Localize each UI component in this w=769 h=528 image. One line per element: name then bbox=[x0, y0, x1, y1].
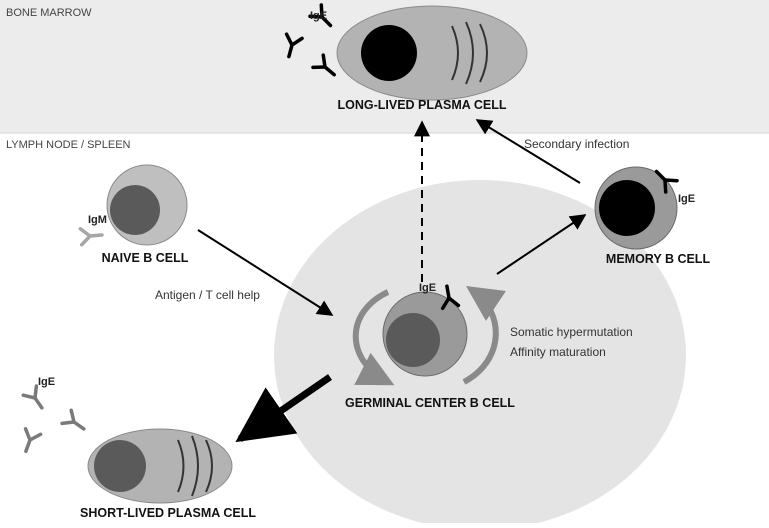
bone-marrow-label: BONE MARROW bbox=[6, 7, 92, 19]
arrow-germinal-to-short-lived bbox=[235, 374, 332, 443]
ige-label: IgE bbox=[310, 10, 327, 22]
long-lived-plasma-cell: IgE bbox=[279, 3, 528, 101]
memory-b-cell-label: MEMORY B CELL bbox=[606, 252, 711, 266]
memory-b-cell-nucleus bbox=[599, 180, 655, 236]
secondary-infection-label: Secondary infection bbox=[524, 137, 629, 151]
cycle-arrow-left-icon bbox=[352, 289, 395, 386]
er-lines bbox=[451, 21, 488, 85]
antibody-icon bbox=[60, 408, 91, 438]
lymph-node-spleen-label: LYMPH NODE / SPLEEN bbox=[6, 139, 131, 151]
naive-b-cell: IgM bbox=[78, 164, 188, 247]
somatic-hypermutation-label: Somatic hypermutation bbox=[510, 325, 633, 339]
igm-label: IgM bbox=[88, 214, 107, 226]
igm-antibody-icon bbox=[78, 225, 105, 247]
naive-b-cell-label: NAIVE B CELL bbox=[102, 251, 189, 265]
short-lived-plasma-cell-nucleus bbox=[94, 440, 146, 492]
antibody-icon bbox=[21, 384, 51, 415]
cycle-arrow-right-icon bbox=[462, 286, 506, 385]
ige-label: IgE bbox=[678, 193, 695, 205]
short-lived-plasma-cell: IgE bbox=[16, 376, 233, 504]
arrow-memory-to-long-lived bbox=[475, 119, 581, 184]
arrow-naive-to-germinal bbox=[197, 229, 334, 316]
germinal-center-b-cell-nucleus bbox=[386, 313, 440, 367]
short-lived-plasma-cell-label: SHORT-LIVED PLASMA CELL bbox=[80, 506, 256, 520]
germinal-center-b-cell-label: GERMINAL CENTER B CELL bbox=[345, 396, 515, 410]
ige-label: IgE bbox=[38, 376, 55, 388]
affinity-maturation-label: Affinity maturation bbox=[510, 345, 606, 359]
long-lived-plasma-cell-nucleus bbox=[361, 25, 417, 81]
arrow-germinal-to-memory bbox=[496, 214, 587, 275]
antibody-icon bbox=[16, 427, 43, 456]
er-lines bbox=[177, 435, 213, 497]
ige-label: IgE bbox=[419, 282, 436, 294]
naive-b-cell-nucleus bbox=[110, 185, 160, 235]
long-lived-plasma-cell-label: LONG-LIVED PLASMA CELL bbox=[338, 98, 507, 112]
antigen-t-cell-help-label: Antigen / T cell help bbox=[155, 288, 260, 302]
germinal-center-halo bbox=[274, 180, 686, 528]
memory-b-cell: IgE bbox=[594, 164, 695, 250]
germinal-center-b-cell: IgE bbox=[352, 282, 506, 386]
